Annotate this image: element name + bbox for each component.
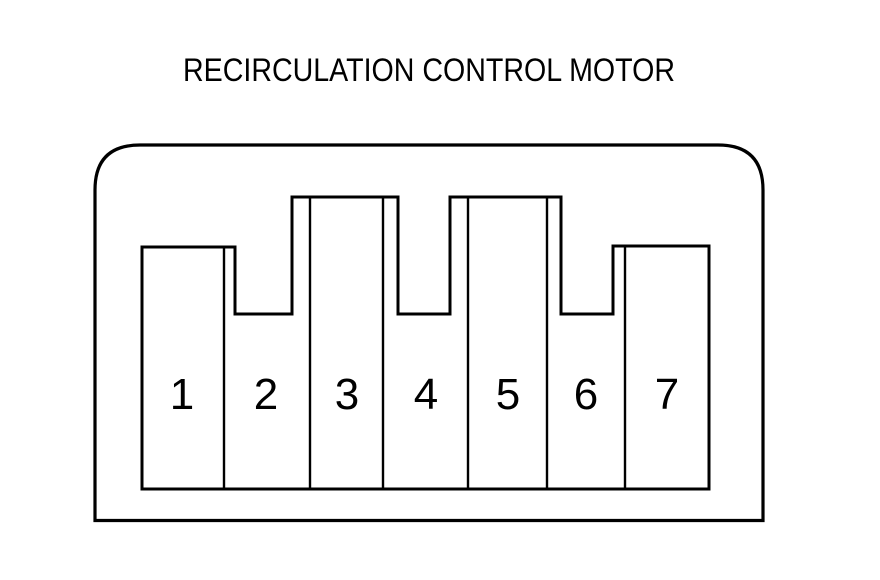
- pin-label-5: 5: [496, 370, 520, 419]
- diagram-title: RECIRCULATION CONTROL MOTOR: [183, 52, 675, 88]
- pin-label-3: 3: [335, 370, 359, 419]
- pin-cavity-profile: [140, 195, 711, 491]
- pin-label-6: 6: [574, 370, 598, 419]
- pin-label-4: 4: [414, 370, 438, 419]
- pin-labels: 1 2 3 4 5 6 7: [170, 370, 679, 419]
- pin-label-7: 7: [655, 370, 679, 419]
- pin-label-1: 1: [170, 370, 194, 419]
- pin-dividers: [222, 197, 627, 489]
- pin-label-2: 2: [254, 370, 278, 419]
- connector-housing-outline: [93, 143, 765, 523]
